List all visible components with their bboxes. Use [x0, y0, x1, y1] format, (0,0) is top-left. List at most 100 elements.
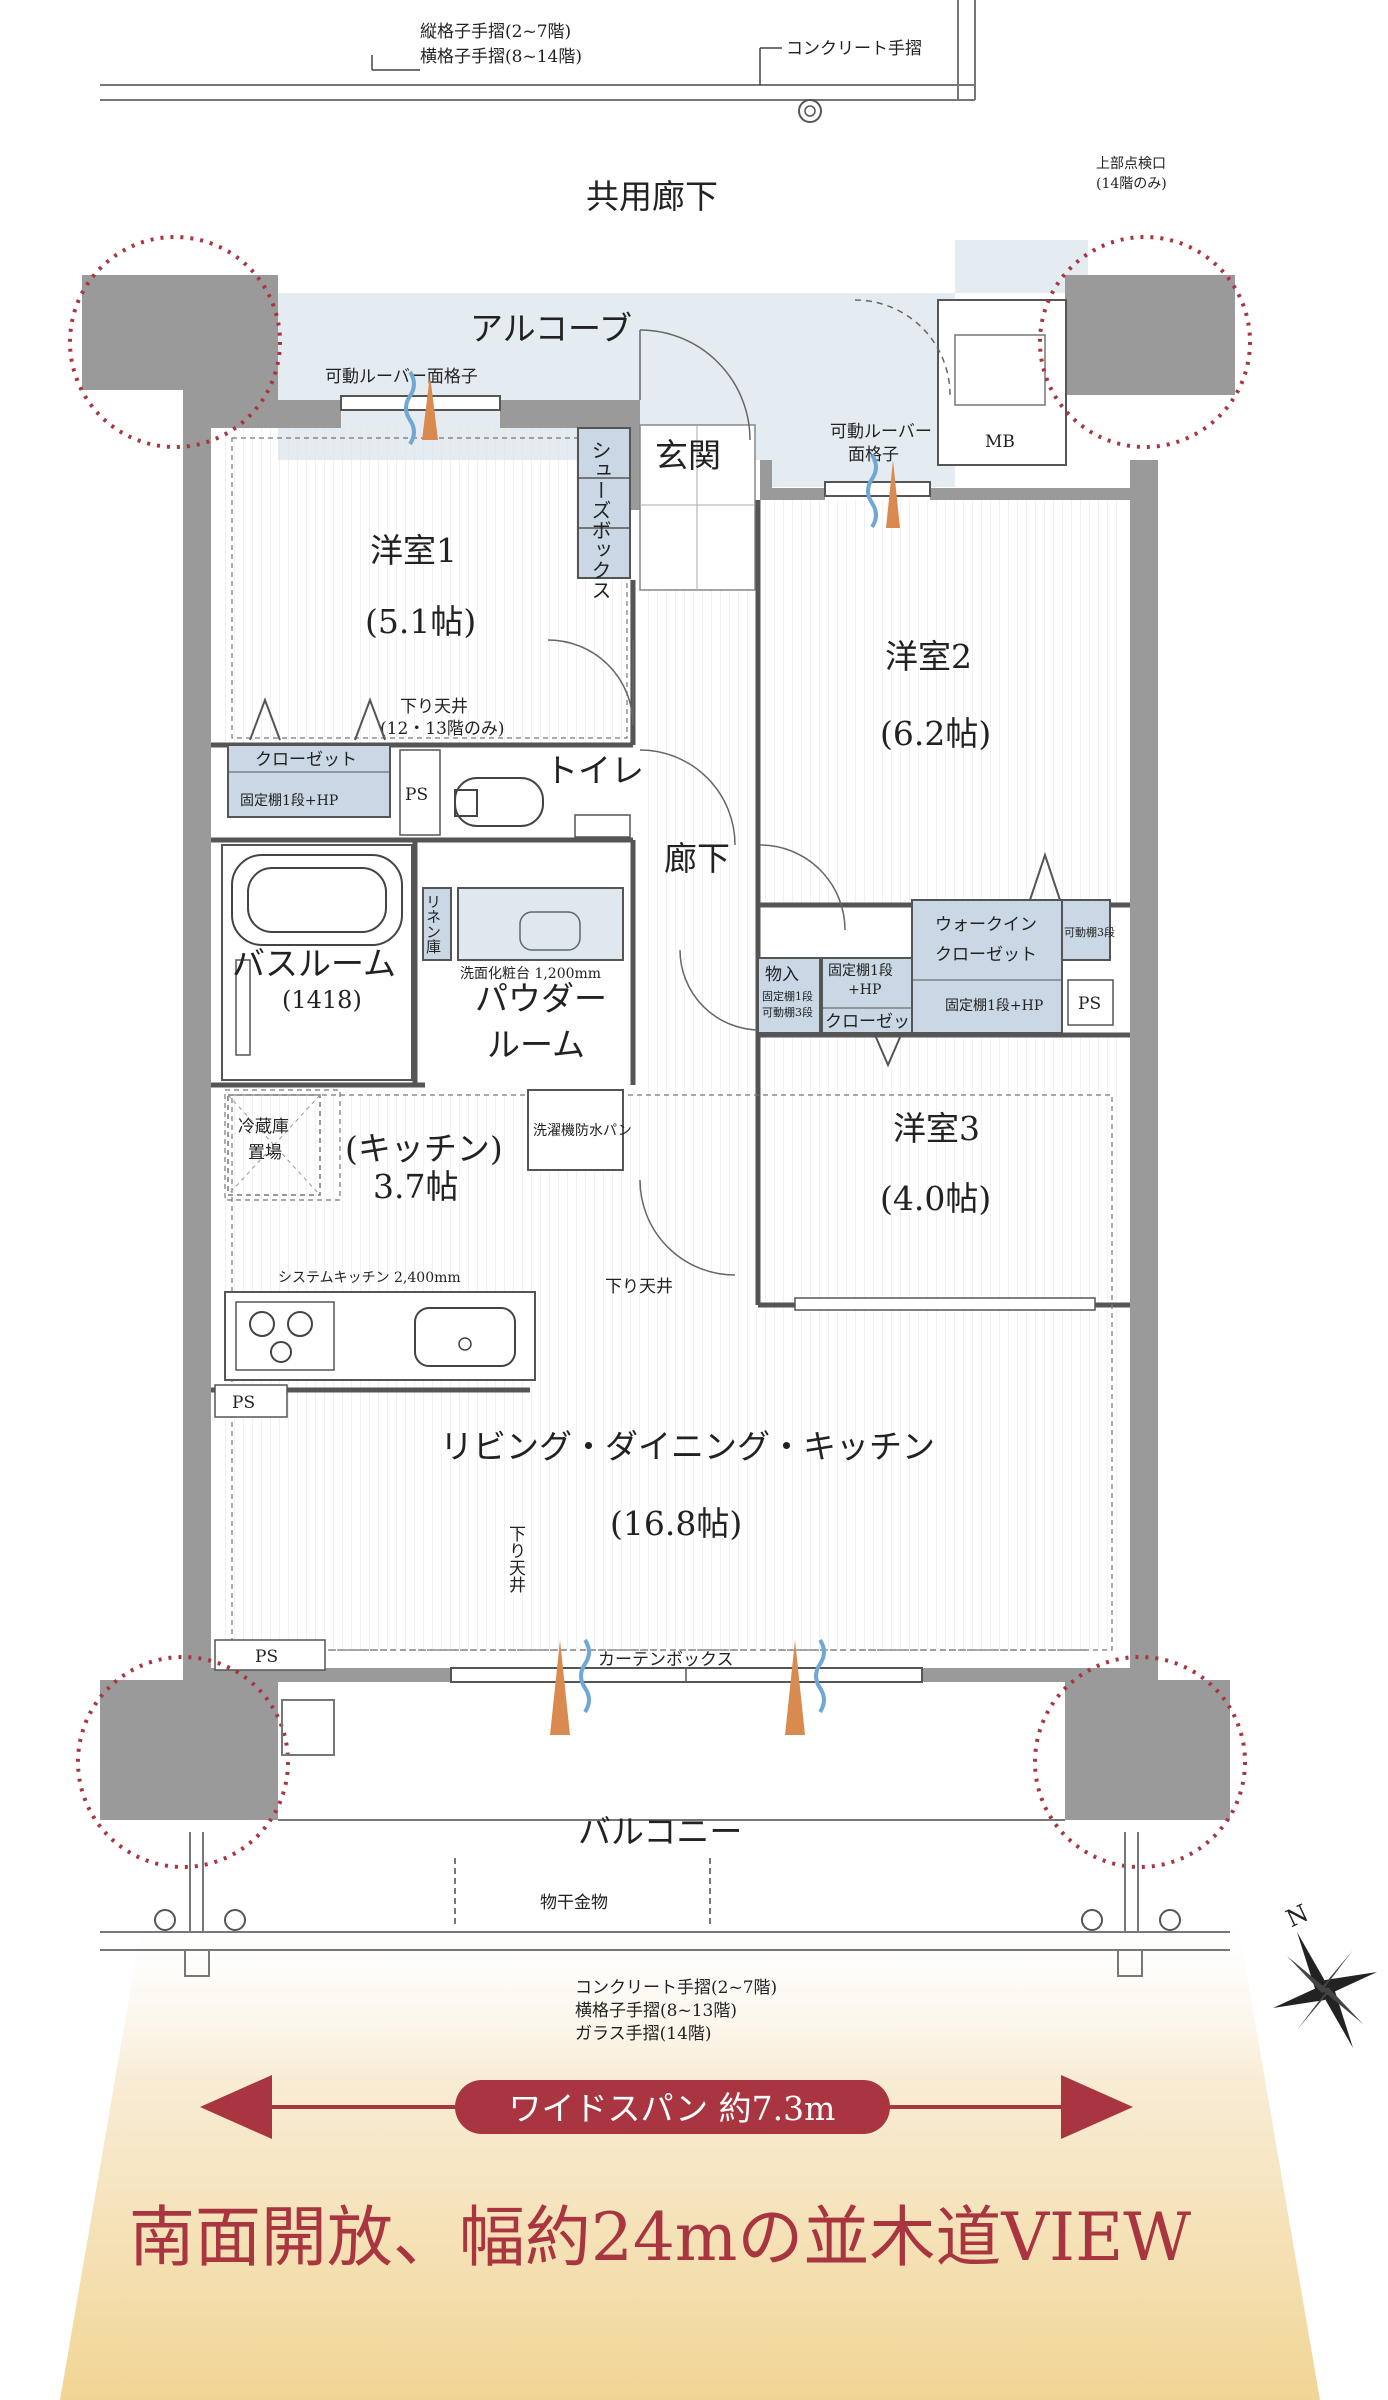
bath-room [221, 844, 413, 1081]
linen-label: リネン庫 [424, 894, 442, 954]
mb-label: MB [985, 432, 1015, 452]
inspection-label-2: (14階のみ) [1096, 176, 1167, 192]
drain-icon-left [154, 1909, 176, 1931]
ldk-name: リビング・ダイニング・キッチン [440, 1427, 935, 1466]
inspection-label-1: 上部点検口 [1096, 156, 1166, 172]
walkin-line-2: クローゼット [935, 945, 1037, 965]
bottom-rail-line-3: ガラス手摺(14階) [575, 2024, 712, 2044]
fridge-line-2: 置場 [248, 1143, 282, 1163]
walkin-fixed: 固定棚1段+HP [945, 998, 1043, 1014]
lowered-ceiling-note-2: (12・13階のみ) [380, 719, 505, 739]
column-bottom-left [100, 1680, 278, 1820]
sink-icon [414, 1307, 516, 1367]
bottom-rail-line-1: コンクリート手摺(2~7階) [575, 1978, 777, 1998]
view-glow [60, 1905, 1320, 2400]
balcony-area [100, 1699, 1230, 1977]
kitchen-name: (キッチン) [345, 1129, 503, 1168]
powder-line-2: ルーム [487, 1025, 585, 1064]
column-bottom-right [1065, 1680, 1230, 1820]
wide-span-label: ワイドスパン 約7.3m [509, 2089, 836, 2128]
system-kitchen-label: システムキッチン 2,400mm [278, 1270, 461, 1286]
lowered-ceiling-note-1: 下り天井 [400, 697, 468, 717]
alcove-area [278, 240, 1088, 487]
ps-box-1 [399, 749, 441, 836]
shoes-box-label: シューズボックス [588, 440, 612, 600]
ps-label-3: PS [232, 1393, 255, 1413]
ldk-size: (16.8帖) [610, 1504, 742, 1543]
western2-floor [765, 500, 1120, 905]
bathtub-icon [231, 854, 403, 946]
closet-3-name: クローゼット [825, 1012, 927, 1032]
toilet-label: トイレ [545, 751, 644, 790]
hallway-label: 廊下 [664, 839, 730, 878]
curtain-box-label: カーテンボックス [598, 1650, 734, 1670]
compass-north-label: N [1282, 1899, 1313, 1933]
storage[interactable] [757, 957, 821, 1034]
walkin-line-1: ウォークイン [935, 915, 1037, 935]
shoes-box[interactable] [577, 427, 631, 579]
corridor-label: 共用廊下 [586, 177, 718, 216]
bottom-rail-line-2: 横格子手摺(8~13階) [575, 2001, 737, 2021]
entrance-label: 玄関 [655, 436, 721, 475]
western3-size: (4.0帖) [880, 1179, 991, 1218]
closet-3-hp: +HP [848, 982, 881, 998]
western2-size: (6.2帖) [880, 714, 991, 753]
storage-detail-1: 固定棚1段 [762, 989, 813, 1003]
kitchen-size: 3.7帖 [373, 1167, 458, 1206]
closet-1[interactable] [227, 744, 391, 818]
closet-1-shelf: 固定棚1段+HP [240, 793, 338, 809]
western2-name: 洋室2 [885, 637, 972, 676]
washer-pan-label: 洗濯機防水パン [533, 1123, 632, 1139]
linen-cupboard[interactable] [422, 887, 452, 961]
top-railing [100, 0, 976, 123]
corner-highlights [68, 235, 1252, 1869]
bath-name: バスルーム [232, 944, 396, 983]
ps-label-2: PS [1078, 994, 1101, 1014]
louver-window-right [824, 481, 931, 497]
louver-window-left [340, 395, 501, 411]
closet-3[interactable] [821, 957, 913, 1034]
powder-line-1: パウダー [475, 979, 607, 1018]
storage-detail-2: 可動棚3段 [762, 1005, 813, 1019]
western3-name: 洋室3 [893, 1109, 980, 1148]
ps-box-2 [1067, 979, 1114, 1026]
headline: 南面開放、幅約24mの並木道VIEW [129, 2199, 1191, 2276]
western1-size: (5.1帖) [365, 602, 476, 641]
western3-window [794, 1297, 1096, 1311]
ventilation-icons [404, 370, 900, 1735]
bath-size: (1418) [282, 986, 362, 1014]
compass-icon [1273, 1932, 1377, 2048]
ps-label-1: PS [405, 785, 428, 805]
ps-box-3 [214, 1384, 288, 1418]
balcony-label: バルコニー [578, 1812, 742, 1851]
vanity-counter [457, 887, 624, 961]
column-top-right [1065, 275, 1235, 395]
toilet-icon [454, 777, 544, 827]
closet-door-marks [249, 697, 386, 741]
hall-floor [640, 590, 758, 1290]
fridge-space [227, 1094, 321, 1196]
ps-label-4: PS [255, 1647, 278, 1667]
drain-icon-right [1081, 1909, 1103, 1931]
ps-box-4 [214, 1639, 326, 1671]
western1-name: 洋室1 [370, 531, 457, 570]
fridge-line-1: 冷蔵庫 [238, 1117, 289, 1137]
top-rail-label-1: 縦格子手摺(2~7階) [420, 22, 571, 42]
walkin-shelf: 可動棚3段 [1064, 925, 1115, 939]
drain-icon [798, 99, 822, 123]
alcove-label: アルコーブ [470, 309, 632, 348]
stove-icon [249, 1311, 275, 1337]
walkin-closet[interactable] [911, 899, 1063, 1034]
lowered-ceiling-label: 下り天井 [605, 1277, 673, 1297]
column-top-left [82, 275, 278, 400]
closet-3-shelf: 固定棚1段 [828, 963, 893, 979]
top-rail-concrete-label: コンクリート手摺 [786, 39, 922, 59]
top-rail-label-2: 横格子手摺(8~14階) [420, 47, 582, 67]
drying-label: 物干金物 [540, 1893, 608, 1913]
louver-right-line-1: 可動ルーバー [830, 422, 932, 442]
lowered-ceiling-vertical: 下り天井 [505, 1525, 526, 1593]
washer-pan [527, 1089, 624, 1171]
storage-name: 物入 [765, 965, 799, 985]
western1-floor [225, 428, 633, 743]
